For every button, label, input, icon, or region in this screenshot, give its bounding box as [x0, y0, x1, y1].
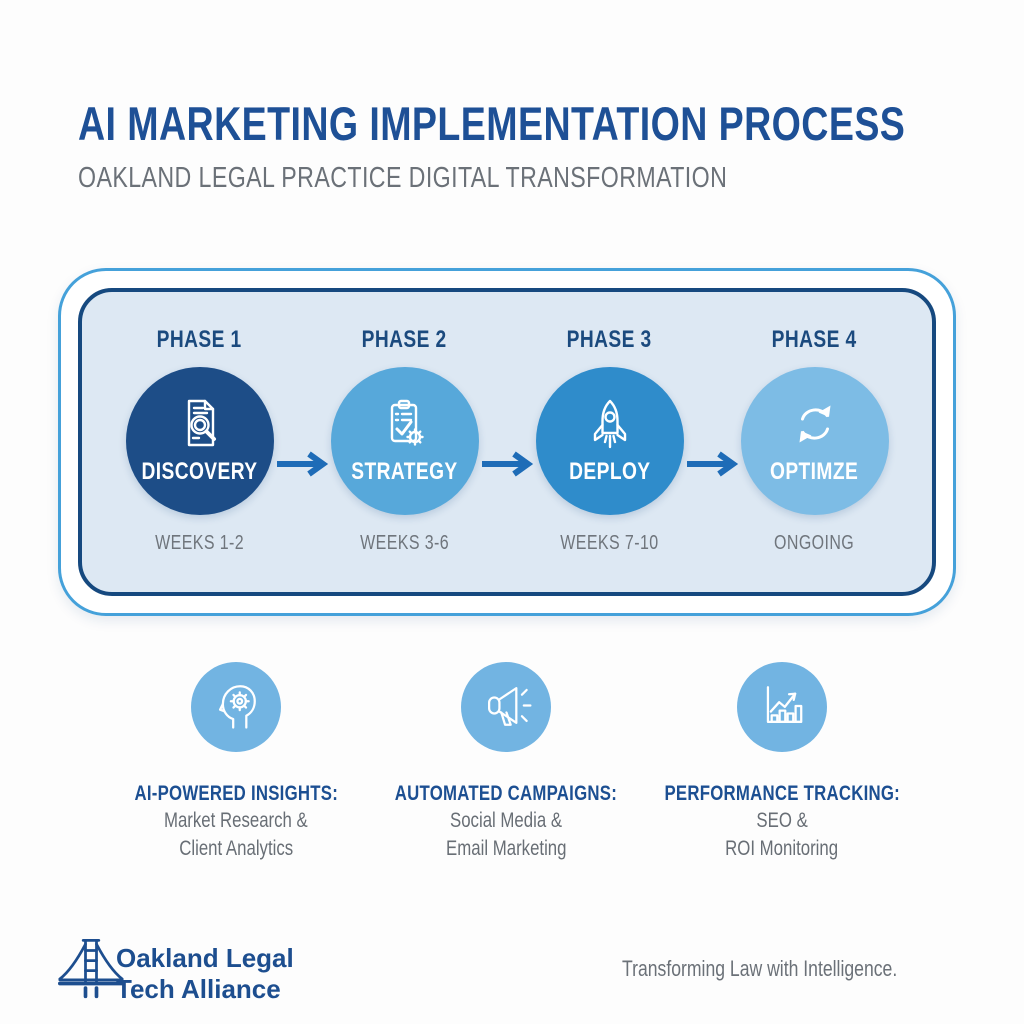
- feature-line: Social Media &: [449, 809, 563, 832]
- process-panel-inner: PHASE 1 DISCOVERY WEEKS 1-2: [78, 288, 936, 596]
- head-gear-icon: [206, 675, 266, 740]
- arrow-right-icon: [480, 451, 534, 482]
- feature-automated-campaigns: AUTOMATED CAMPAIGNS: Social Media & Emai…: [368, 662, 644, 863]
- brand-tagline: Transforming Law with Intelligence.: [621, 956, 898, 981]
- brand-name: Oakland Legal Tech Alliance: [116, 943, 294, 1005]
- document-search-icon: [168, 396, 232, 456]
- feature-heading: AUTOMATED CAMPAIGNS:: [394, 782, 618, 805]
- feature-circle: [191, 662, 281, 752]
- phase-label: PHASE 4: [772, 326, 857, 353]
- arrow-right-icon: [275, 451, 329, 482]
- feature-circle: [737, 662, 827, 752]
- feature-line: Market Research &: [164, 809, 308, 832]
- phase-duration: WEEKS 7-10: [560, 532, 659, 554]
- clipboard-gear-icon: [373, 396, 437, 456]
- phase-column-deploy: PHASE 3 DEPLOY WEEKS 7-10: [534, 326, 685, 555]
- phase-circle-strategy: STRATEGY: [330, 367, 479, 515]
- megaphone-icon: [476, 675, 536, 740]
- phase-column-strategy: PHASE 2: [329, 326, 480, 555]
- feature-heading: PERFORMANCE TRACKING:: [664, 782, 900, 805]
- phases-row: PHASE 1 DISCOVERY WEEKS 1-2: [82, 292, 932, 592]
- phase-name: DEPLOY: [568, 458, 651, 485]
- bridge-icon: [58, 939, 124, 1008]
- phase-label: PHASE 1: [157, 326, 242, 353]
- bar-chart-icon: [752, 675, 812, 740]
- phase-circle-optimize: OPTIMZE: [740, 367, 889, 515]
- feature-performance-tracking: PERFORMANCE TRACKING: SEO & ROI Monitori…: [644, 662, 920, 863]
- feature-line: Email Marketing: [445, 837, 567, 861]
- arrow-right-icon: [685, 451, 739, 482]
- process-panel: PHASE 1 DISCOVERY WEEKS 1-2: [58, 268, 956, 616]
- phase-label: PHASE 3: [567, 326, 652, 353]
- page-title: AI MARKETING IMPLEMENTATION PROCESS: [78, 97, 906, 150]
- brand-name-line1: Oakland Legal: [116, 943, 294, 973]
- refresh-arrows-icon: [783, 396, 847, 456]
- feature-line: ROI Monitoring: [725, 837, 839, 861]
- phase-name: OPTIMZE: [770, 458, 859, 485]
- brand-name-line2: Tech Alliance: [116, 974, 281, 1005]
- brand-logo: [58, 930, 124, 1009]
- phase-duration: WEEKS 1-2: [155, 532, 244, 554]
- feature-heading: AI-POWERED INSIGHTS:: [134, 782, 338, 805]
- phase-duration: ONGOING: [774, 532, 855, 554]
- phase-column-discovery: PHASE 1 DISCOVERY WEEKS 1-2: [124, 326, 275, 555]
- phase-column-optimize: PHASE 4 OPTIMZE ONGOING: [739, 326, 890, 555]
- feature-line: Client Analytics: [179, 837, 293, 861]
- phase-duration: WEEKS 3-6: [360, 532, 449, 554]
- rocket-icon: [578, 396, 642, 456]
- feature-circle: [461, 662, 551, 752]
- feature-line: SEO &: [756, 809, 808, 832]
- phase-label: PHASE 2: [362, 326, 447, 353]
- phase-name: DISCOVERY: [141, 458, 258, 485]
- phase-name: STRATEGY: [351, 458, 458, 485]
- feature-ai-insights: AI-POWERED INSIGHTS: Market Research & C…: [104, 662, 368, 863]
- page-subtitle: OAKLAND LEGAL PRACTICE DIGITAL TRANSFORM…: [78, 162, 728, 194]
- features-row: AI-POWERED INSIGHTS: Market Research & C…: [104, 662, 920, 863]
- phase-circle-deploy: DEPLOY: [535, 367, 684, 515]
- phase-circle-discovery: DISCOVERY: [125, 367, 274, 515]
